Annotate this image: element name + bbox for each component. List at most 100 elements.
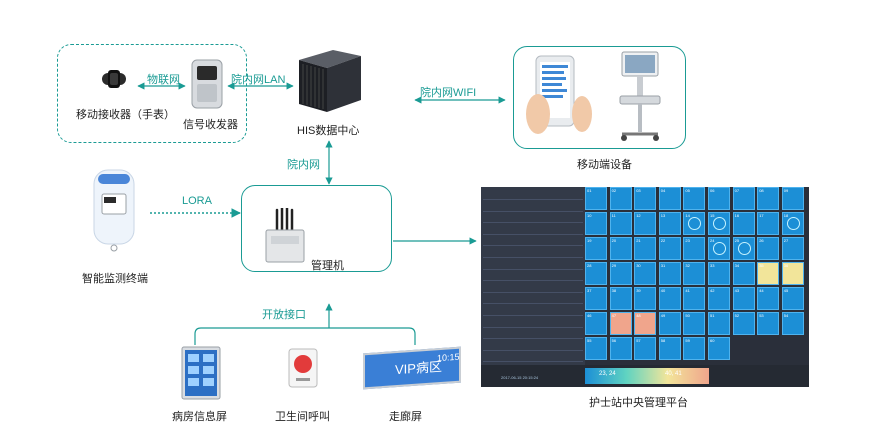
bed-number: 37 [587,288,592,293]
bed-number: 44 [759,288,764,293]
bed-number: 15 [710,213,715,218]
bed-cell: 56 [609,337,632,360]
sidebar-row [483,212,583,224]
bed-number: 45 [783,288,789,293]
corridor-label: 走廊屏 [389,411,422,423]
bed-cell: 41 [683,287,706,310]
bed-cell: 48 [634,312,657,335]
bed-number: 20 [611,238,617,243]
bed-number: 31 [660,263,666,268]
bed-number: 02 [611,188,617,193]
bed-number: 54 [783,313,789,318]
bed-cell: 23 [683,237,706,260]
bed-number: 60 [710,338,715,343]
bed-number: 40 [660,288,666,293]
bed-cell: 47 [609,312,632,335]
bed-number: 58 [660,338,666,343]
bed-number: 30 [636,263,641,268]
bed-cell: 45 [781,287,804,310]
bed-number: 46 [587,313,592,318]
bed-number: 16 [734,213,740,218]
bed-cell: 58 [658,337,681,360]
sidebar-row [483,351,583,363]
dashboard-sidebar [481,187,585,365]
corridor-screen-text: VIP病区 [395,358,442,378]
bed-cell: 19 [585,237,607,260]
bed-cell: 28 [585,262,607,285]
bed-number: 36 [783,263,789,268]
bed-number: 23 [685,238,690,243]
bed-cell: 39 [634,287,657,310]
bed-number: 03 [636,188,641,193]
sidebar-row [483,235,583,247]
bed-number: 24 [710,238,715,243]
ward-screen-icon [181,346,221,400]
bed-number: 52 [734,313,740,318]
bed-cell: 14 [683,212,706,235]
sidebar-row [483,305,583,316]
bed-cell: 44 [757,287,780,310]
sidebar-row [483,224,583,235]
bed-cell: 15 [708,212,730,235]
bed-cell: 12 [634,212,657,235]
bed-cell: 35 [757,262,780,285]
bed-status-ring [713,242,726,255]
bed-cell: 59 [683,337,706,360]
bed-cell: 04 [658,187,681,210]
bed-cell: 46 [585,312,607,335]
bed-cell: 53 [757,312,780,335]
corridor-screen-time: 10:15 [437,351,460,364]
cart-terminal-icon [612,50,668,142]
call-button-icon [288,348,318,388]
nurse-station-label: 护士站中央管理平台 [589,397,688,409]
bed-number: 01 [587,188,592,193]
bed-number: 50 [685,313,690,318]
bed-number: 17 [759,213,764,218]
bed-cell: 60 [708,337,730,360]
bed-number: 39 [636,288,641,293]
ward-screen-label: 病房信息屏 [172,411,227,423]
bed-cell: 22 [658,237,681,260]
bed-cell: 55 [585,337,607,360]
bed-status-ring [737,242,751,255]
tablet-icon [524,54,594,140]
iot-group-box [57,44,247,143]
open-api-connection-label: 开放接口 [262,309,306,321]
bed-cell: 06 [708,187,730,210]
server-icon [293,46,365,116]
sidebar-row [483,282,583,293]
bed-number: 35 [759,263,764,268]
corridor-screen-icon: VIP病区 10:15 [363,346,461,390]
watch-icon [100,65,128,93]
sidebar-row [483,340,583,351]
bed-cell: 07 [732,187,755,210]
sidebar-row [483,201,583,212]
bed-cell: 38 [609,287,632,310]
iot-connection-label: 物联网 [147,74,180,86]
bed-status-ring [786,217,800,230]
bed-cell: 08 [757,187,780,210]
bed-cell [757,337,780,360]
bed-number: 09 [783,188,789,193]
lora-connection-label: LORA [182,195,212,207]
bed-number: 10 [587,213,592,218]
bed-cell: 37 [585,287,607,310]
bed-status-ring [713,217,726,230]
bed-number: 51 [710,313,715,318]
bed-number: 48 [636,313,641,318]
monitor-label: 智能监测终端 [82,273,148,285]
bed-number: 38 [611,288,617,293]
bed-cell: 33 [708,262,730,285]
bed-cell: 10 [585,212,607,235]
bed-number: 43 [734,288,740,293]
sidebar-row [483,317,583,328]
gateway-icon [263,206,307,266]
bed-cell: 51 [708,312,730,335]
monitor-terminal-icon [90,168,138,252]
bed-cell: 26 [757,237,780,260]
dashboard-gradient-bar: 23, 24 40, 41 [585,368,709,384]
bed-number: 12 [636,213,641,218]
